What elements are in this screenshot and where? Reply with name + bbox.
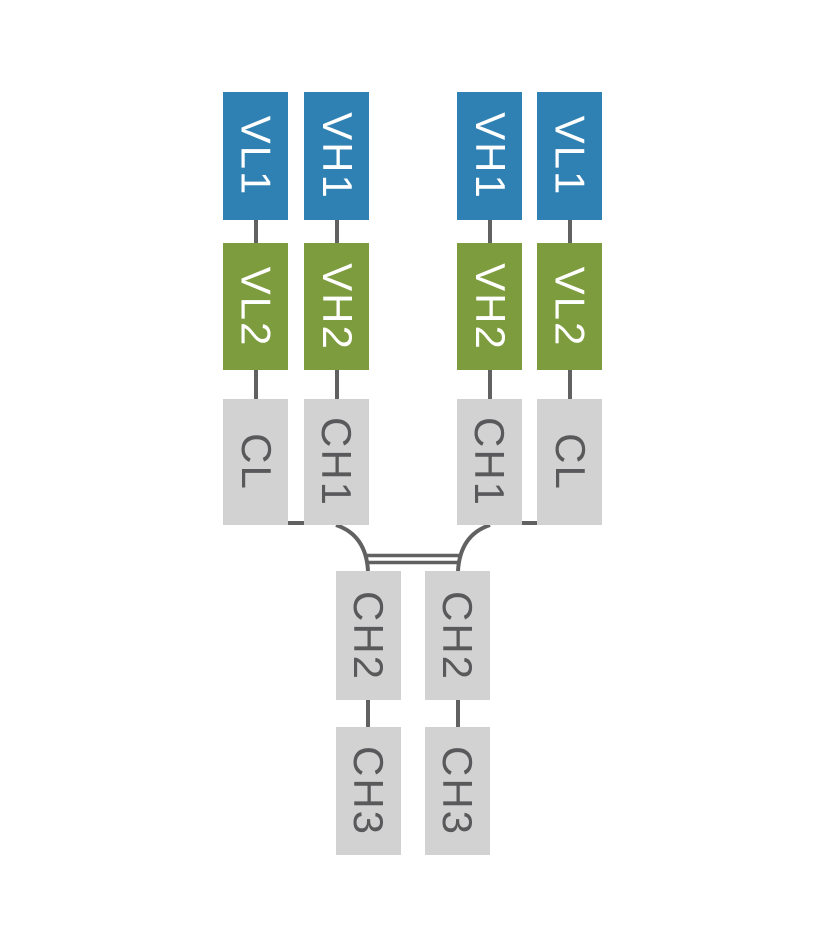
domain-label: CH3 xyxy=(434,745,482,837)
hinge-arc-right xyxy=(456,523,491,572)
hinge-arc-left xyxy=(335,523,370,572)
domain-cl-outer-right: CL xyxy=(537,399,602,525)
domain-vh2-inner-left: VH2 xyxy=(304,243,369,370)
domain-ch2-left: CH2 xyxy=(336,571,401,700)
domain-vl1-outer-right: VL1 xyxy=(537,92,602,220)
domain-label: CL xyxy=(546,433,594,491)
domain-label: CL xyxy=(232,433,280,491)
domain-vl1-outer-left: VL1 xyxy=(223,92,288,220)
domain-label: CH1 xyxy=(466,416,514,508)
domain-linker-vl2-cl-outer-right xyxy=(568,370,572,399)
domain-label: CH3 xyxy=(345,745,393,837)
domain-linker-vh2-ch1-inner-right xyxy=(488,370,492,399)
domain-label: VL1 xyxy=(546,115,594,197)
domain-linker-vh1-vh2-inner-right xyxy=(488,220,492,243)
domain-vl2-outer-left: VL2 xyxy=(223,243,288,370)
light-heavy-disulfide-right xyxy=(519,521,540,525)
domain-linker-vl2-cl-outer-left xyxy=(254,370,258,399)
domain-label: VH1 xyxy=(466,112,514,200)
domain-label: CH1 xyxy=(313,416,361,508)
domain-linker-vh1-vh2-inner-left xyxy=(335,220,339,243)
domain-linker-vl1-vl2-outer-right xyxy=(568,220,572,243)
domain-ch3-right: CH3 xyxy=(425,727,490,855)
domain-label: VH1 xyxy=(313,112,361,200)
domain-vh1-inner-left: VH1 xyxy=(304,92,369,220)
domain-ch1-inner-left: CH1 xyxy=(304,399,369,525)
domain-label: VH2 xyxy=(466,262,514,351)
domain-label: CH2 xyxy=(345,590,393,681)
domain-linker-vl1-vl2-outer-left xyxy=(254,220,258,243)
domain-vl2-outer-right: VL2 xyxy=(537,243,602,370)
domain-ch2-right: CH2 xyxy=(425,571,490,700)
domain-ch1-inner-right: CH1 xyxy=(457,399,522,525)
domain-vh1-inner-right: VH1 xyxy=(457,92,522,220)
domain-vh2-inner-right: VH2 xyxy=(457,243,522,370)
domain-linker-ch2-ch3-left xyxy=(366,700,370,727)
domain-linker-vh2-ch1-inner-left xyxy=(335,370,339,399)
domain-label: CH2 xyxy=(434,590,482,681)
domain-label: VL2 xyxy=(232,266,280,347)
domain-label: VH2 xyxy=(313,262,361,351)
domain-linker-ch2-ch3-right xyxy=(456,700,460,727)
light-heavy-disulfide-left xyxy=(285,521,306,525)
domain-ch3-left: CH3 xyxy=(336,727,401,855)
domain-label: VL1 xyxy=(232,115,280,197)
domain-label: VL2 xyxy=(546,266,594,347)
domain-cl-outer-left: CL xyxy=(223,399,288,525)
